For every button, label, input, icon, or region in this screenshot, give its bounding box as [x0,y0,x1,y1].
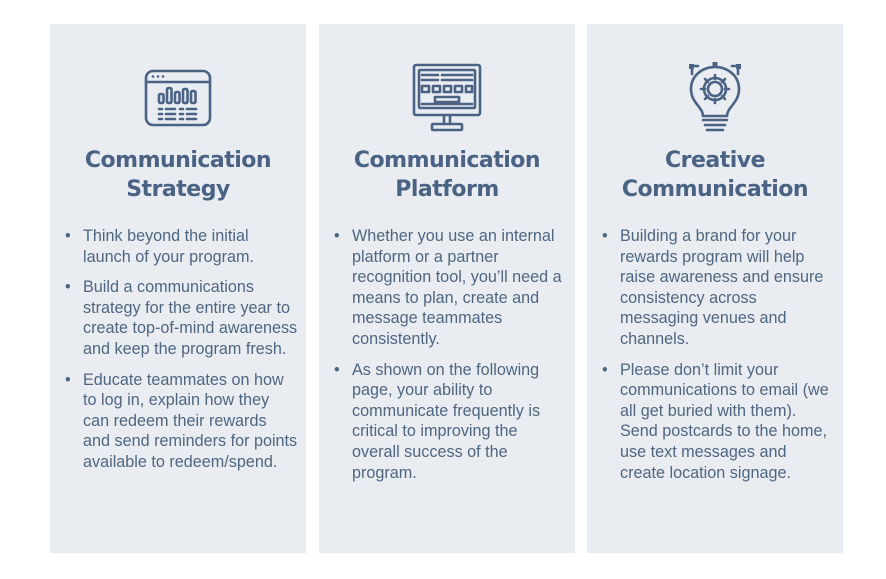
card-title: Communication Strategy [50,146,306,204]
bullet-list: Building a brand for your rewards progra… [599,226,835,493]
desktop-monitor-icon [319,60,575,136]
lightbulb-gear-icon [587,60,843,136]
bullet-list: Whether you use an internal platform or … [331,226,567,493]
card-title: Communication Platform [319,146,575,204]
bullet-item: Build a communications strategy for the … [62,277,298,359]
bullet-list: Think beyond the initial launch of your … [62,226,298,483]
bullet-item: As shown on the following page, your abi… [331,360,567,484]
card-title-line: Communication [621,177,809,202]
card-communication-platform: Communication Platform Whether you use a… [319,24,575,553]
card-title-line: Strategy [126,177,230,202]
card-title-line: Creative [664,148,766,173]
dashboard-browser-icon [50,60,306,136]
bullet-item: Please don’t limit your communications t… [599,360,835,484]
card-title-line: Platform [395,177,499,202]
bullet-item: Whether you use an internal platform or … [331,226,567,350]
bullet-item: Building a brand for your rewards progra… [599,226,835,350]
card-title: Creative Communication [587,146,843,204]
card-creative-communication: Creative Communication Building a brand … [587,24,843,553]
bullet-item: Think beyond the initial launch of your … [62,226,298,267]
card-title-line: Communication [353,148,541,173]
card-title-line: Communication [84,148,272,173]
card-communication-strategy: Communication Strategy Think beyond the … [50,24,306,553]
bullet-item: Educate teammates on how to log in, expl… [62,370,298,473]
